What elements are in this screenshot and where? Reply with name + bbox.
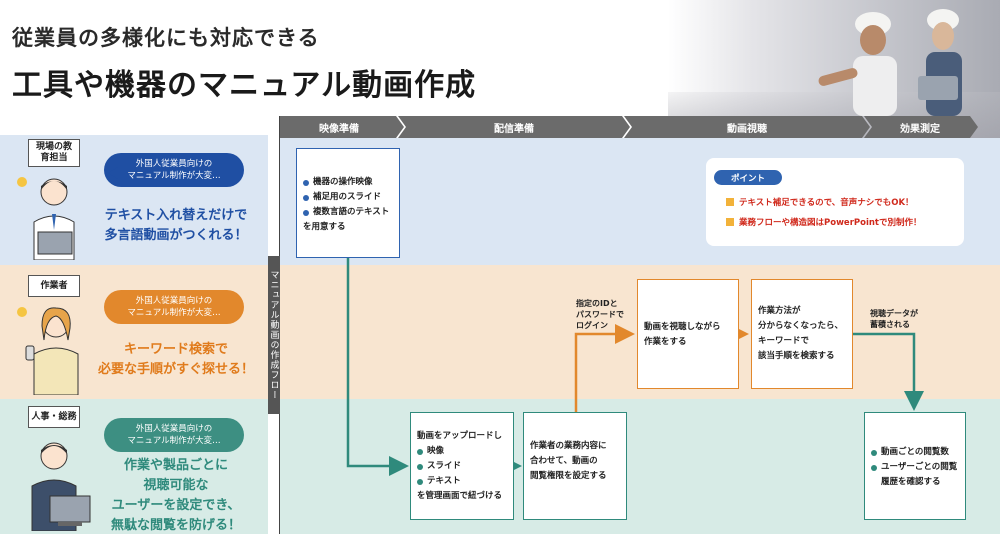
box-permission: 作業者の業務内容に 合わせて、動画の 閲覧権限を設定する [523,412,627,520]
role-hr: 人事・総務 [28,406,80,428]
phase-chevron-1 [280,116,404,138]
hr-staff-illustration [31,442,91,531]
flow-band-label: マニュアル動画の作成フロー [268,256,280,414]
login-label: 指定のIDとパスワードでログイン [576,299,624,330]
phase-chevron-2 [398,116,630,138]
role-education: 現場の教育担当 [28,139,80,167]
point-badge: ポイント [714,170,782,185]
prep-item: 機器の操作映像 [303,175,393,190]
point-box: ポイント テキスト補足できるので、音声ナシでもOK！ 業務フローや構造図はPow… [706,158,964,246]
point-item: 業務フローや構造図はPowerPointで別制作！ [726,216,921,228]
role-worker: 作業者 [28,275,80,297]
box-analytics: 動画ごとの閲覧数 ユーザーごとの閲覧 履歴を確認する [864,412,966,520]
upload-item: 映像 [417,444,507,459]
check-icon [726,198,734,206]
pain-bubble-hr: 外国人従業員向けのマニュアル制作が大変… [104,418,244,452]
point-item: テキスト補足できるので、音声ナシでもOK！ [726,196,914,208]
box-search: 作業方法が 分からなくなったら、 キーワードで 該当手順を検索する [751,279,853,389]
box-watch: 動画を視聴しながら 作業をする [637,279,739,389]
benefit-education: テキスト入れ替えだけで多言語動画がつくれる！ [104,208,248,243]
check-icon [726,218,734,226]
prep-item: 複数言語のテキスト [303,205,393,220]
phase-3: 動画視聴 [727,123,767,135]
pain-bubble-worker: 外国人従業員向けのマニュアル制作が大変… [104,290,244,324]
page-title: 工具や機器のマニュアル動画作成 [12,68,477,103]
analytics-item: ユーザーごとの閲覧 [871,460,959,475]
phase-4: 効果測定 [900,123,940,135]
data-accumulated-label: 視聴データが蓄積される [870,309,918,329]
education-staff-illustration [17,177,75,260]
box-prepare-materials: 機器の操作映像 補足用のスライド 複数言語のテキスト を用意する [296,148,400,258]
pain-bubble-education: 外国人従業員向けのマニュアル制作が大変… [104,153,244,187]
upload-item: テキスト [417,474,507,489]
upload-item: スライド [417,459,507,474]
box-upload: 動画をアップロードし 映像 スライド テキスト を管理画面で紐づける [410,412,514,520]
page-subtitle: 従業員の多様化にも対応できる [12,26,320,50]
phase-1: 映像準備 [319,123,359,135]
phase-2: 配信準備 [494,123,534,135]
phase-chevron-4 [864,116,978,138]
phase-chevron-3 [624,116,870,138]
prep-item: 補足用のスライド [303,190,393,205]
phase-header [280,116,978,138]
worker-illustration [17,307,79,395]
benefit-worker: キーワード検索で必要な手順がすぐ探せる！ [97,342,254,377]
benefit-hr: 作業や製品ごとに視聴可能な ユーザーを設定でき、無駄な閲覧を防げる！ [110,458,241,533]
analytics-item: 動画ごとの閲覧数 [871,445,959,460]
